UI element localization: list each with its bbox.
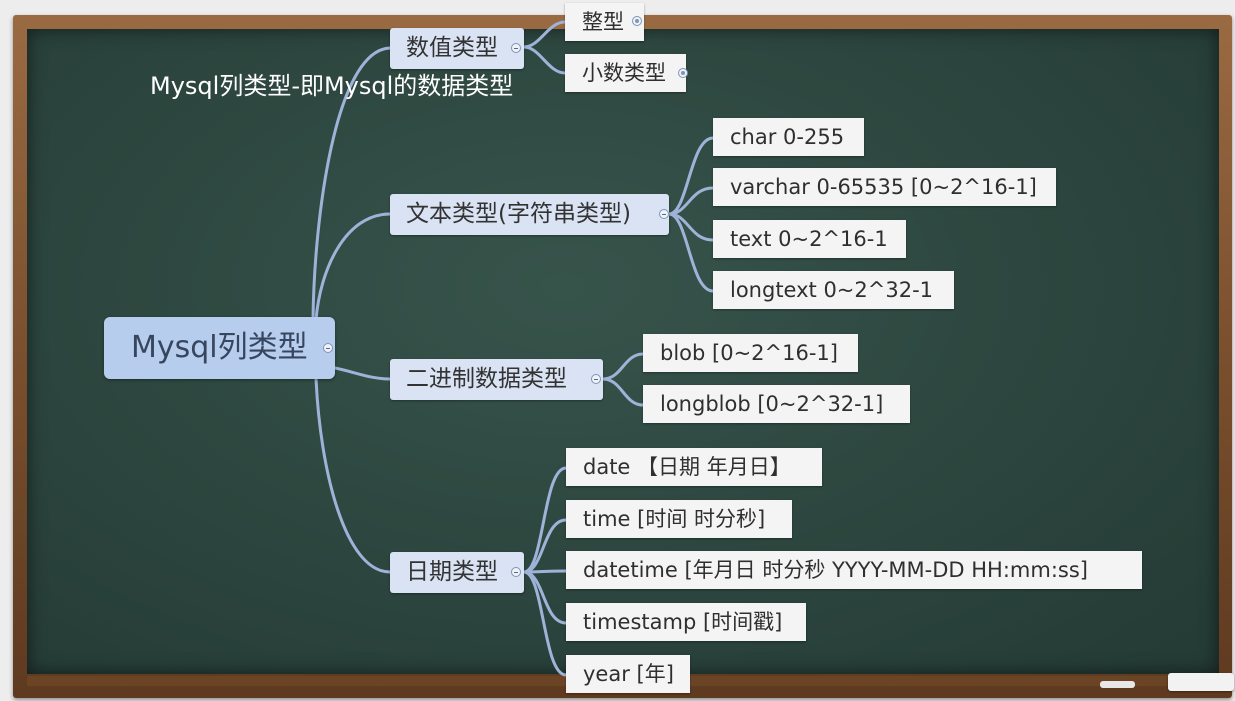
link-text-char [667, 136, 715, 216]
leaf-timestamp[interactable]: timestamp [时间戳] [566, 603, 806, 641]
collapse-icon[interactable] [591, 374, 601, 384]
branch-date[interactable]: 日期类型 [390, 552, 524, 593]
expand-icon[interactable] [678, 68, 688, 78]
root-node[interactable]: Mysql列类型 [104, 317, 335, 379]
link-text-longtext [667, 212, 715, 293]
leaf-int[interactable]: 整型 [565, 3, 644, 41]
link-date-datetime [522, 569, 568, 574]
leaf-time[interactable]: time [时间 时分秒] [566, 500, 792, 538]
branch-numeric[interactable]: 数值类型 [390, 28, 524, 69]
collapse-icon[interactable] [323, 343, 333, 353]
leaf-longblob[interactable]: longblob [0~2^32-1] [643, 385, 910, 423]
leaf-longtext[interactable]: longtext 0~2^32-1 [713, 271, 954, 309]
link-date-date [522, 466, 568, 574]
leaf-text[interactable]: text 0~2^16-1 [713, 220, 906, 258]
root-label: Mysql列类型 [131, 330, 308, 365]
collapse-icon[interactable] [511, 567, 521, 577]
link-root-numeric [311, 46, 392, 322]
link-binary-blob [601, 352, 645, 381]
collapse-icon[interactable] [659, 209, 669, 219]
link-root-date [314, 376, 392, 574]
link-binary-longblob [601, 377, 645, 407]
diagram-title: Mysql列类型-即Mysql的数据类型 [150, 72, 514, 100]
leaf-varchar[interactable]: varchar 0-65535 [0~2^16-1] [713, 168, 1056, 206]
expand-icon[interactable] [632, 16, 642, 26]
link-root-binary [333, 366, 392, 381]
leaf-decimal[interactable]: 小数类型 [565, 54, 686, 92]
link-numeric-decimal [522, 45, 567, 75]
chalk-stick [1100, 681, 1135, 688]
leaf-blob[interactable]: blob [0~2^16-1] [643, 334, 858, 372]
leaf-datetime[interactable]: datetime [年月日 时分秒 YYYY-MM-DD HH:mm:ss] [566, 551, 1142, 589]
branch-binary[interactable]: 二进制数据类型 [390, 359, 603, 400]
link-root-text [314, 212, 392, 322]
eraser [1168, 673, 1234, 691]
link-date-time [522, 518, 568, 574]
branch-text[interactable]: 文本类型(字符串类型) [390, 194, 669, 235]
link-date-year [522, 570, 568, 677]
leaf-year[interactable]: year [年] [566, 655, 690, 693]
collapse-icon[interactable] [511, 43, 521, 53]
link-numeric-int [522, 20, 567, 49]
link-date-timestamp [522, 570, 568, 625]
leaf-date[interactable]: date 【日期 年月日】 [566, 448, 822, 486]
leaf-char[interactable]: char 0-255 [713, 118, 864, 156]
